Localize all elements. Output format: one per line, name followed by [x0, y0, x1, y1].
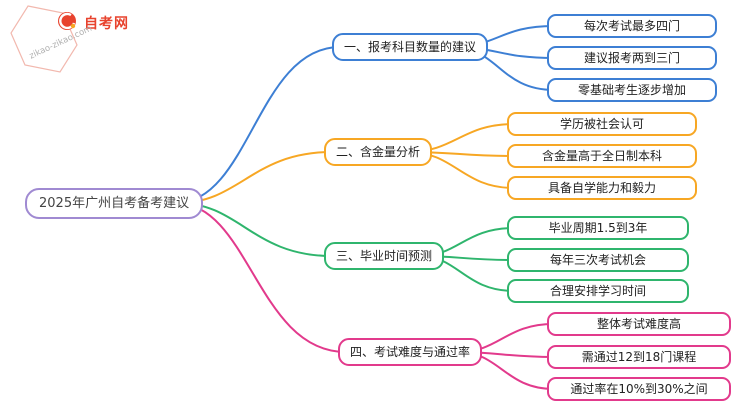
logo: 自考网 zikao-zikao.com	[0, 0, 150, 85]
child-node-2-1: 学历被社会认可	[507, 112, 697, 136]
branch-node-1: 一、报考科目数量的建议	[332, 33, 489, 61]
child-node-3-1: 毕业周期1.5到3年	[507, 216, 689, 240]
child-node-1-3: 零基础考生逐步增加	[547, 78, 717, 102]
child-node-4-3: 通过率在10%到30%之间	[547, 377, 731, 401]
child-node-2-2: 含金量高于全日制本科	[507, 144, 697, 168]
child-node-3-3: 合理安排学习时间	[507, 279, 689, 303]
logo-title: 自考网	[84, 16, 129, 32]
child-node-4-2: 需通过12到18门课程	[547, 345, 731, 369]
root-node: 2025年广州自考备考建议	[25, 188, 204, 219]
child-node-3-2: 每年三次考试机会	[507, 248, 689, 272]
child-node-2-3: 具备自学能力和毅力	[507, 176, 697, 200]
child-node-4-1: 整体考试难度高	[547, 312, 731, 336]
branch-node-2: 二、含金量分析	[324, 138, 433, 166]
logo-hexagon	[10, 5, 78, 73]
branch-node-4: 四、考试难度与通过率	[338, 338, 483, 366]
child-node-1-1: 每次考试最多四门	[547, 14, 717, 38]
child-node-1-2: 建议报考两到三门	[547, 46, 717, 70]
branch-node-3: 三、毕业时间预测	[324, 242, 445, 270]
connector-root-branch-1	[177, 46, 341, 204]
connector-root-branch-4	[177, 202, 347, 353]
